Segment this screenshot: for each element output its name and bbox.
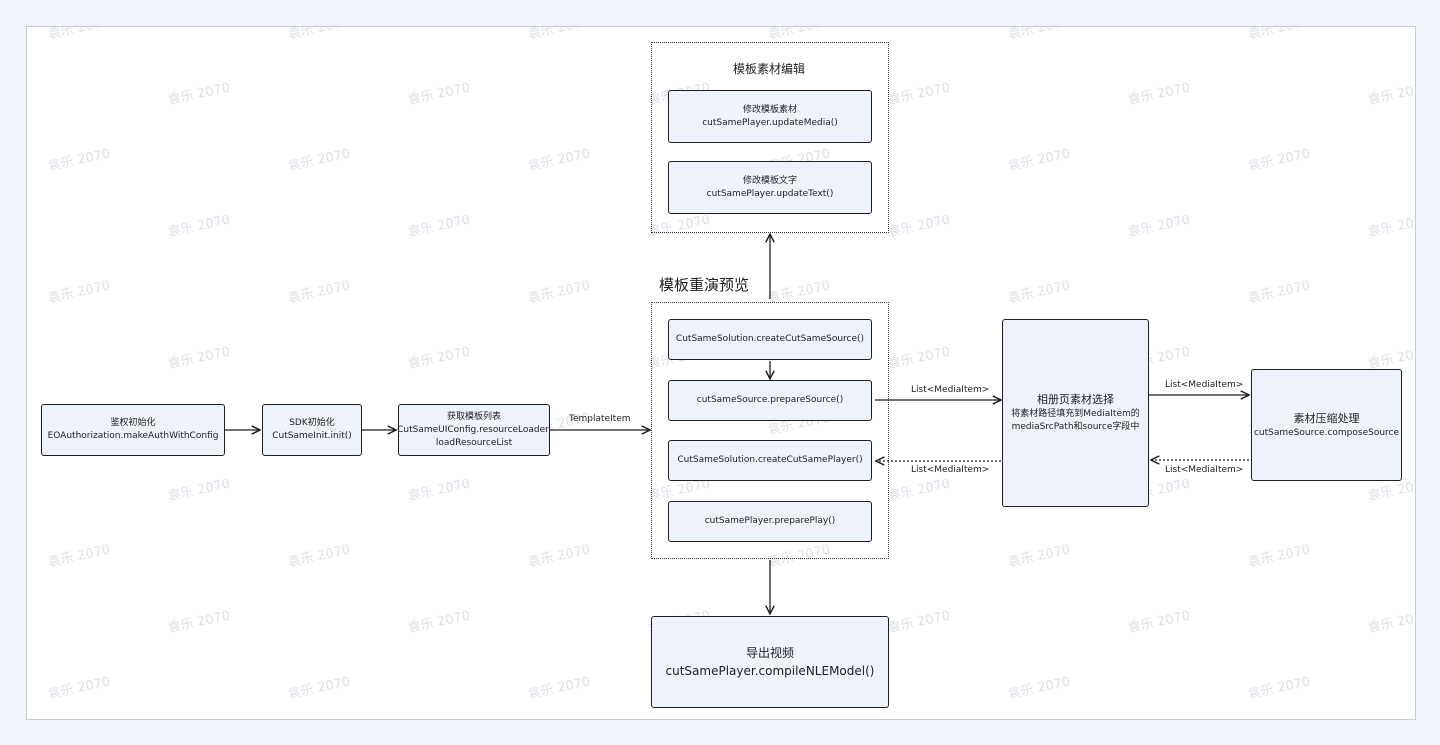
node-prepare-source[interactable]: cutSameSource.prepareSource(): [668, 380, 872, 421]
group-template-replay-title: 模板重演预览: [659, 276, 750, 294]
edge-label-list-from-compress: List<MediaItem>: [1165, 465, 1244, 475]
group-template-replay: [651, 302, 889, 559]
node-prepare-source-api: cutSameSource.prepareSource(): [696, 395, 844, 405]
node-album-select-title: 相册页素材选择: [1037, 393, 1114, 406]
node-template-list-api-2: loadResourceList: [435, 437, 513, 448]
node-update-media-api: cutSamePlayer.updateMedia(): [702, 117, 838, 128]
node-auth-init-title: 鉴权初始化: [110, 418, 156, 428]
node-compress[interactable]: 素材压缩处理 cutSameSource.composeSource: [1251, 369, 1402, 481]
node-update-media-title: 修改模板素材: [742, 104, 797, 115]
node-template-list[interactable]: 获取模板列表 CutSameUIConfig.resourceLoader. l…: [397, 404, 551, 456]
node-template-list-title: 获取模板列表: [446, 411, 501, 422]
node-album-select-desc-2: mediaSrcPath和source字段中: [1011, 422, 1140, 432]
edge-layer: [225, 27, 1415, 719]
node-auth-init[interactable]: 鉴权初始化 EOAuthorization.makeAuthWithConfig: [41, 404, 225, 456]
node-create-player-api: CutSameSolution.createCutSamePlayer(): [677, 455, 863, 465]
node-prepare-play-api: cutSamePlayer.preparePlay(): [704, 516, 836, 526]
node-export-video-api: cutSamePlayer.compileNLEModel(): [665, 664, 875, 678]
node-sdk-init-api: CutSameInit.init(): [272, 431, 352, 441]
node-update-text[interactable]: 修改模板文字 cutSamePlayer.updateText(): [668, 161, 872, 214]
node-update-media[interactable]: 修改模板素材 cutSamePlayer.updateMedia(): [668, 90, 872, 143]
edge-label-list-from-album: List<MediaItem>: [911, 465, 990, 475]
node-update-text-title: 修改模板文字: [742, 175, 797, 186]
edge-label-list-to-album: List<MediaItem>: [911, 385, 990, 395]
node-compress-title: 素材压缩处理: [1293, 411, 1360, 425]
node-prepare-play[interactable]: cutSamePlayer.preparePlay(): [668, 501, 872, 542]
node-create-player[interactable]: CutSameSolution.createCutSamePlayer(): [668, 440, 872, 481]
node-update-text-api: cutSamePlayer.updateText(): [706, 188, 834, 199]
node-sdk-init-title: SDK初始化: [289, 418, 335, 428]
node-album-select-desc-1: 将素材路径填充到MediaItem的: [1011, 409, 1140, 419]
group-template-edit-title: 模板素材编辑: [733, 62, 806, 76]
node-sdk-init[interactable]: SDK初始化 CutSameInit.init(): [262, 404, 362, 456]
node-template-list-api-1: CutSameUIConfig.resourceLoader.: [397, 424, 551, 435]
group-template-edit: [651, 42, 889, 233]
edge-label-template-item: TemplateItem: [569, 414, 631, 424]
node-create-source[interactable]: CutSameSolution.createCutSameSource(): [668, 319, 872, 360]
node-create-source-api: CutSameSolution.createCutSameSource(): [675, 334, 865, 344]
node-auth-init-api: EOAuthorization.makeAuthWithConfig: [47, 431, 219, 441]
node-export-video[interactable]: 导出视频 cutSamePlayer.compileNLEModel(): [651, 616, 889, 708]
node-compress-api: cutSameSource.composeSource: [1253, 427, 1400, 438]
node-album-select[interactable]: 相册页素材选择 将素材路径填充到MediaItem的 mediaSrcPath和…: [1002, 319, 1149, 507]
edge-label-list-to-compress: List<MediaItem>: [1165, 380, 1244, 390]
node-export-video-title: 导出视频: [745, 646, 794, 660]
